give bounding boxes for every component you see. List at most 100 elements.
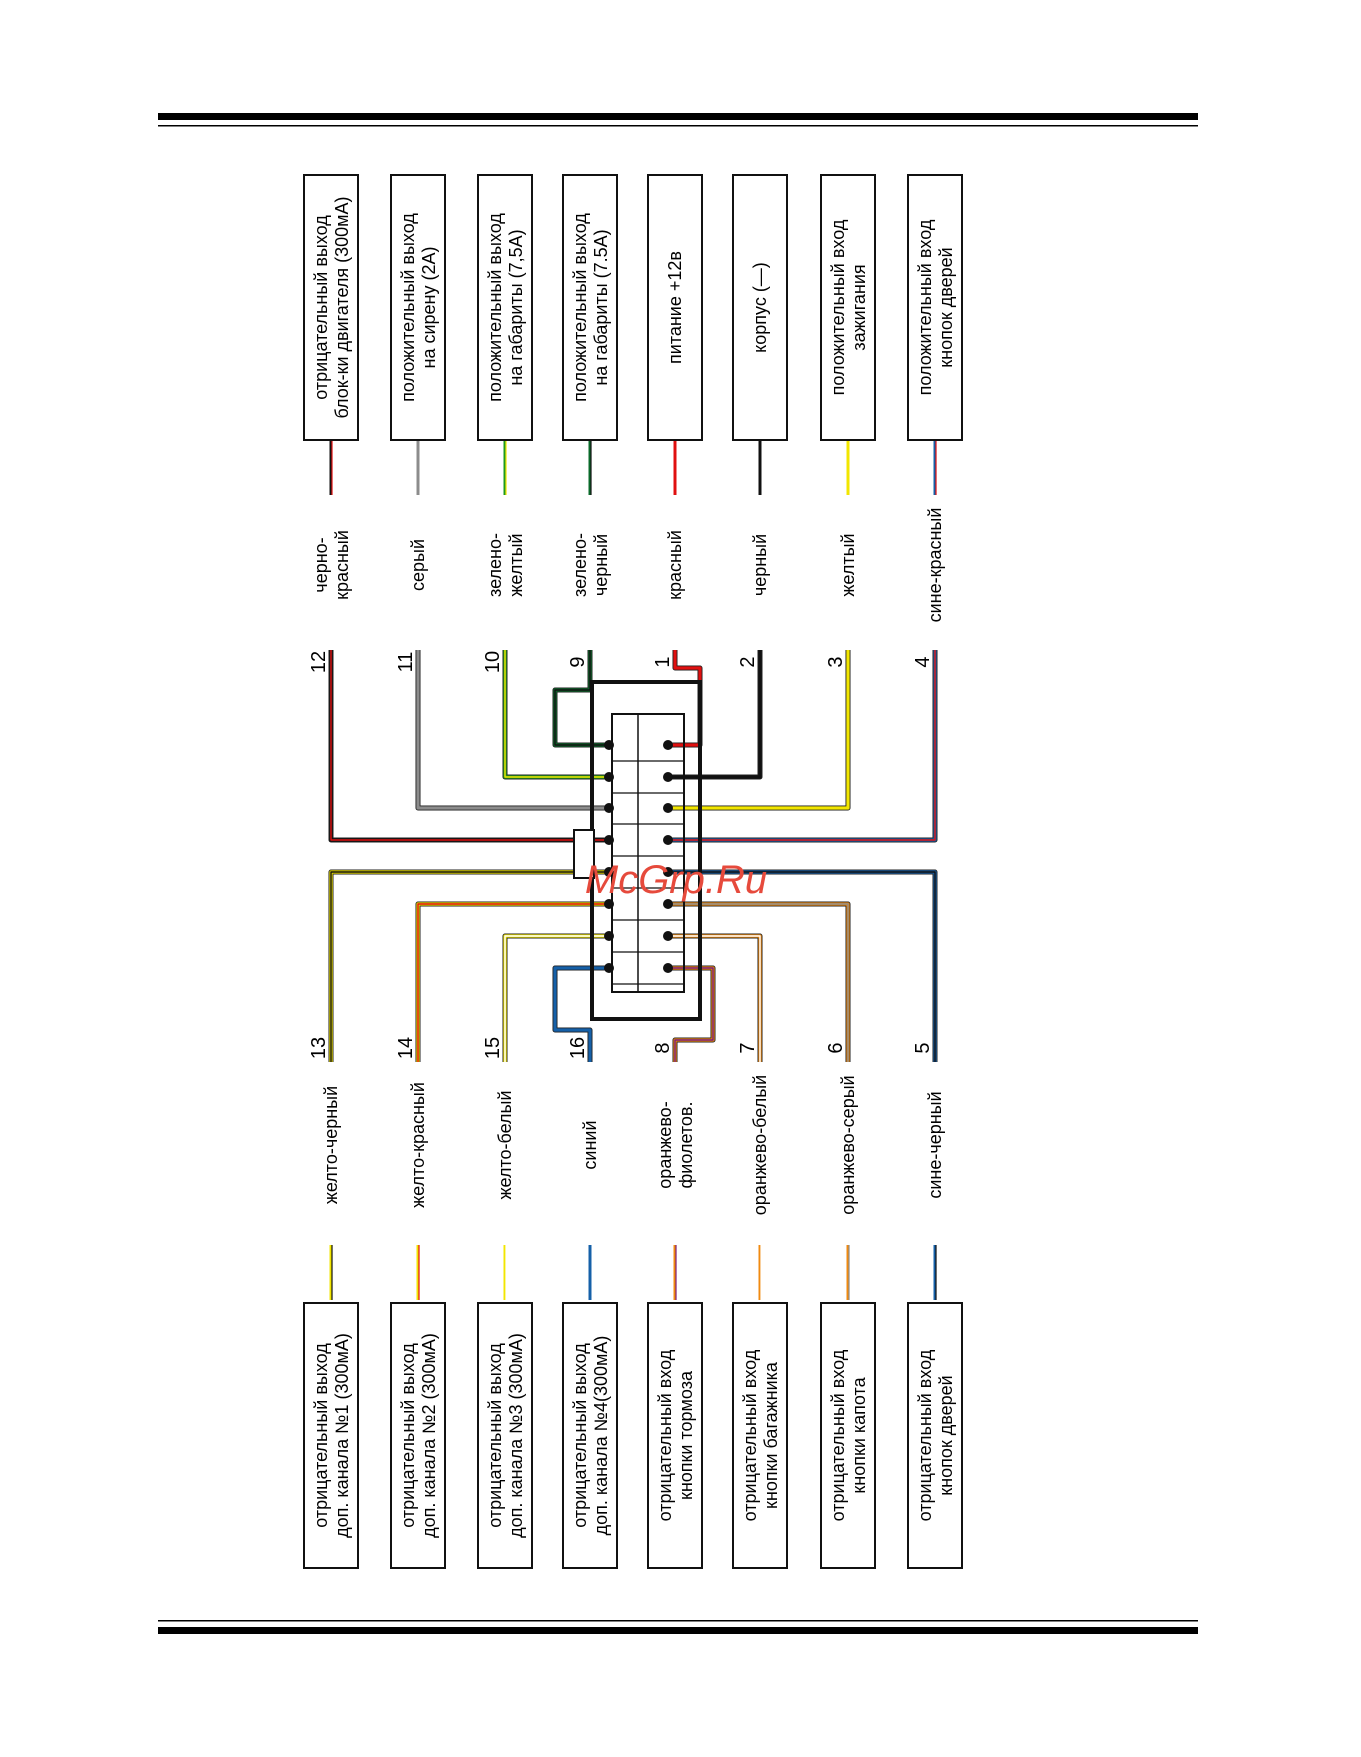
top-wire-label-11: серый [408,539,428,591]
top-wire-4 [668,650,938,843]
pin-2 [663,772,673,782]
top-box-text-11: положительный выходна сирену (2А) [398,213,439,402]
bottom-box-15 [477,1302,533,1569]
bottom-box-text-6: отрицательный входкнопки капота [828,1349,869,1521]
bottom-pin-number-16: 16 [567,1037,589,1059]
wires [328,440,938,1300]
watermark: McGrp.Ru [585,858,767,902]
bottom-box-text-8: отрицательный входкнопки тормоза [655,1349,696,1521]
bottom-wire-label-15: желто-белый [495,1090,515,1199]
top-box-text-1: питание +12в [665,251,685,364]
bottom-pin-number-14: 14 [395,1037,417,1059]
top-wire-9 [552,650,609,748]
bottom-box-5 [907,1302,963,1569]
bottom-box-text-14: отрицательный выходдоп. канала №2 (300мА… [398,1333,439,1538]
top-box-11 [390,174,446,441]
top-box-text-9: положительный выходна габариты (7.5А) [570,213,611,402]
top-pin-number-1: 1 [652,656,674,667]
pin-8 [663,963,673,973]
bottom-wire-label-7: оранжево-белый [750,1075,770,1215]
bottom-wire-8 [668,965,716,1062]
bottom-pin-number-8: 8 [652,1042,674,1053]
labels: отрицательный выходблок-ки двигателя (30… [303,174,963,1569]
pin-12 [604,835,614,845]
pin-4 [663,835,673,845]
top-pin-number-9: 9 [567,656,589,667]
top-box-4 [907,174,963,441]
bottom-wire-16 [552,965,609,1062]
top-pin-number-12: 12 [308,651,330,673]
page-rules [158,113,1198,1634]
bottom-box-16 [562,1302,618,1569]
top-box-3 [820,174,876,441]
pin-9 [604,740,614,750]
top-wire-12 [328,650,609,843]
top-box-2 [732,174,788,441]
bottom-wire-15 [502,933,609,1062]
bottom-wire-label-5: сине-черный [925,1091,945,1198]
top-wire-label-3: желтый [838,533,858,596]
pin-16 [604,963,614,973]
bottom-box-text-7: отрицательный входкнопки багажника [740,1349,781,1521]
top-wire-label-4: сине-красный [925,508,945,623]
connector [573,680,702,1021]
bottom-box-8 [647,1302,703,1569]
bottom-pin-number-13: 13 [308,1037,330,1059]
pin-5 [663,867,673,877]
top-box-text-2: корпус (—) [750,262,770,353]
top-wire-11 [415,650,609,811]
top-wire-label-12: черно-красный [311,530,352,600]
top-box-text-4: положительный входкнопок дверей [915,219,956,395]
pin-14 [604,899,614,909]
pin-10 [604,772,614,782]
bottom-pin-number-6: 6 [825,1042,847,1053]
bottom-pin-number-7: 7 [737,1042,759,1053]
top-wire-label-10: зелено-желтый [485,533,526,597]
top-pin-number-2: 2 [737,656,759,667]
top-box-9 [562,174,618,441]
top-pin-number-3: 3 [825,656,847,667]
bottom-wire-6 [668,901,851,1062]
bottom-pin-number-15: 15 [482,1037,504,1059]
top-pin-number-4: 4 [912,656,934,667]
pin-15 [604,931,614,941]
connector-latch [573,829,595,879]
top-box-text-10: положительный выходна габариты (7,5А) [485,213,526,402]
bottom-box-text-15: отрицательный выходдоп. канала №3 (300мА… [485,1333,526,1538]
top-box-1 [647,174,703,441]
bottom-wire-label-8: оранжево-фиолетов. [655,1101,696,1188]
bottom-box-6 [820,1302,876,1569]
bottom-box-13 [303,1302,359,1569]
top-wire-label-1: красный [665,530,685,600]
bottom-wire-label-16: синий [580,1120,600,1169]
bottom-wire-5 [668,869,938,1062]
pin-13 [604,867,614,877]
pin-7 [663,931,673,941]
bottom-box-7 [732,1302,788,1569]
top-wire-1 [668,650,703,748]
top-wire-10 [502,650,609,780]
bottom-wire-label-14: желто-красный [408,1082,428,1208]
bottom-box-text-5: отрицательный входкнопок дверей [915,1349,956,1521]
top-wire-3 [668,650,851,811]
top-box-text-3: положительный входзажигания [828,219,869,395]
bottom-box-text-13: отрицательный выходдоп. канала №1 (300мА… [311,1333,352,1538]
top-box-12 [303,174,359,441]
pin-1 [663,740,673,750]
bottom-wire-label-6: оранжево-серый [838,1075,858,1214]
top-box-text-12: отрицательный выходблок-ки двигателя (30… [311,196,352,418]
top-pin-number-10: 10 [482,651,504,673]
pin-6 [663,899,673,909]
bottom-pin-number-5: 5 [912,1042,934,1053]
pin-3 [663,803,673,813]
connector-housing [611,713,685,993]
pin-11 [604,803,614,813]
top-wire-label-2: черный [750,534,770,596]
bottom-box-text-16: отрицательный выходдоп. канала №4(300мА) [570,1336,611,1536]
bottom-wire-label-13: желто-черный [321,1086,341,1204]
bottom-box-14 [390,1302,446,1569]
bottom-wire-13 [328,869,609,1062]
top-pin-number-11: 11 [395,652,417,673]
top-wire-label-9: зелено-черный [570,533,611,597]
